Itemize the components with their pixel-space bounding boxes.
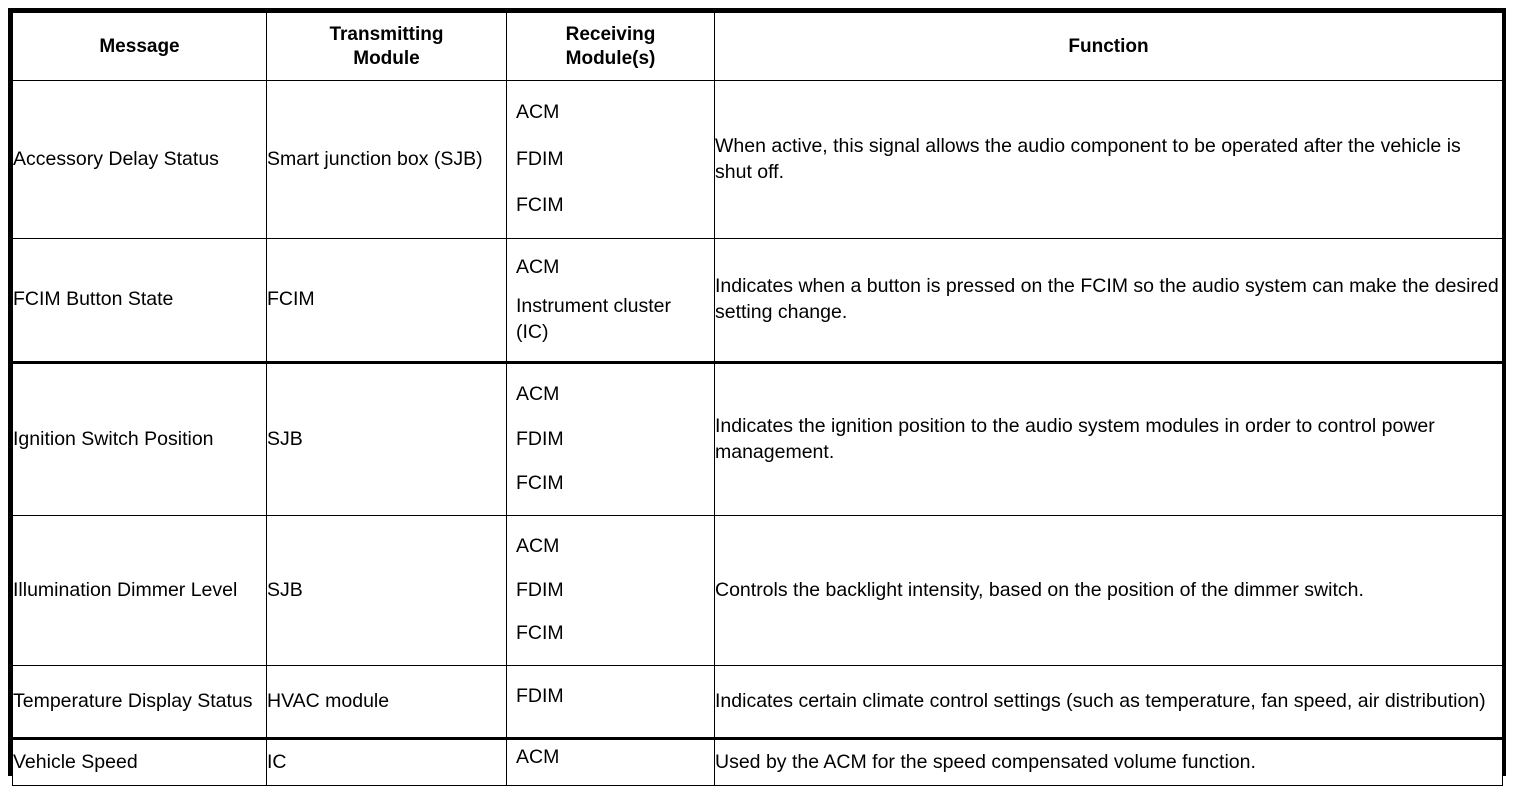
cell-message: Ignition Switch Position [12, 361, 267, 516]
cell-transmitting-module: HVAC module [266, 665, 507, 739]
column-header-receiving-line1: Receiving [565, 24, 656, 46]
cell-function: Indicates when a button is pressed on th… [714, 238, 1503, 363]
function-description: Controls the backlight intensity, based … [715, 578, 1364, 601]
receiving-module-item: FCIM [516, 622, 564, 645]
receiving-module-list: ACM [507, 740, 714, 785]
cell-receiving-modules: ACM [506, 737, 715, 786]
cell-message: FCIM Button State [12, 238, 267, 363]
message-name: Accessory Delay Status [13, 147, 219, 170]
cell-function: Indicates the ignition position to the a… [714, 361, 1503, 516]
column-header-receiving-modules: Receiving Module(s) [506, 12, 715, 81]
receiving-module-item: ACM [516, 101, 560, 124]
cell-receiving-modules: ACM Instrument cluster (IC) [506, 238, 715, 363]
cell-transmitting-module: IC [266, 737, 507, 786]
cell-function: Indicates certain climate control settin… [714, 665, 1503, 739]
cell-receiving-modules: FDIM [506, 665, 715, 739]
transmitting-module-name: Smart junction box (SJB) [267, 147, 483, 170]
function-description: Indicates when a button is pressed on th… [715, 275, 1499, 323]
transmitting-module-name: IC [267, 750, 287, 773]
cell-transmitting-module: Smart junction box (SJB) [266, 80, 507, 239]
cell-transmitting-module: SJB [266, 361, 507, 516]
function-description: Indicates the ignition position to the a… [715, 414, 1435, 463]
header-row: Message Transmitting Module Receiving Mo… [12, 12, 1503, 81]
message-table-container: Message Transmitting Module Receiving Mo… [8, 8, 1506, 786]
table-row: Vehicle Speed IC ACM Used by the ACM for… [12, 737, 1503, 786]
receiving-module-item: ACM [516, 255, 560, 278]
receiving-module-list: FDIM [507, 666, 714, 737]
receiving-module-item: FDIM [516, 147, 564, 170]
column-header-transmitting-line1: Transmitting [329, 24, 444, 46]
function-description: When active, this signal allows the audi… [715, 134, 1461, 183]
cell-message: Accessory Delay Status [12, 80, 267, 239]
receiving-module-item: Instrument cluster (IC) [516, 295, 671, 343]
table-body: Accessory Delay Status Smart junction bo… [12, 80, 1503, 786]
function-description: Indicates certain climate control settin… [715, 689, 1486, 712]
cell-transmitting-module: FCIM [266, 238, 507, 363]
table-row: Temperature Display Status HVAC module F… [12, 665, 1503, 739]
table-header: Message Transmitting Module Receiving Mo… [12, 12, 1503, 81]
receiving-module-item: ACM [516, 746, 560, 769]
column-header-message-label: Message [99, 35, 180, 57]
cell-receiving-modules: ACM FDIM FCIM [506, 361, 715, 516]
column-header-receiving-line2: Module(s) [565, 47, 656, 69]
receiving-module-item: FDIM [516, 427, 564, 450]
transmitting-module-name: SJB [267, 578, 303, 601]
column-header-message: Message [12, 12, 267, 81]
receiving-module-list: ACM FDIM FCIM [507, 364, 714, 515]
column-header-transmitting-line2: Module [353, 47, 420, 69]
column-header-transmitting-module: Transmitting Module [266, 12, 507, 81]
table-row: FCIM Button State FCIM ACM Instrument cl… [12, 238, 1503, 363]
table-row: Ignition Switch Position SJB ACM FDIM FC… [12, 361, 1503, 516]
cell-function: When active, this signal allows the audi… [714, 80, 1503, 239]
message-name: FCIM Button State [13, 288, 174, 311]
cell-message: Temperature Display Status [12, 665, 267, 739]
function-description: Used by the ACM for the speed compensate… [715, 750, 1256, 773]
receiving-module-item: FCIM [516, 194, 564, 217]
message-name: Ignition Switch Position [13, 427, 214, 450]
cell-transmitting-module: SJB [266, 515, 507, 666]
message-name: Vehicle Speed [13, 750, 138, 773]
cell-function: Used by the ACM for the speed compensate… [714, 737, 1503, 786]
transmitting-module-name: FCIM [267, 288, 315, 311]
column-header-function: Function [714, 12, 1503, 81]
message-name: Illumination Dimmer Level [13, 578, 238, 601]
receiving-module-item: ACM [516, 383, 560, 406]
table-row: Accessory Delay Status Smart junction bo… [12, 80, 1503, 239]
receiving-module-list: ACM Instrument cluster (IC) [507, 239, 714, 361]
receiving-module-item: FDIM [516, 685, 564, 708]
table-row: Illumination Dimmer Level SJB ACM FDIM F… [12, 515, 1503, 666]
cell-message: Illumination Dimmer Level [12, 515, 267, 666]
cell-function: Controls the backlight intensity, based … [714, 515, 1503, 666]
receiving-module-list: ACM FDIM FCIM [507, 516, 714, 665]
receiving-module-list: ACM FDIM FCIM [507, 81, 714, 238]
cell-receiving-modules: ACM FDIM FCIM [506, 80, 715, 239]
receiving-module-item: FCIM [516, 472, 564, 495]
transmitting-module-name: SJB [267, 427, 303, 450]
column-header-function-label: Function [1068, 35, 1149, 57]
receiving-module-item: ACM [516, 535, 560, 558]
cell-message: Vehicle Speed [12, 737, 267, 786]
receiving-module-item: FDIM [516, 578, 564, 601]
message-name: Temperature Display Status [13, 689, 253, 712]
network-message-table: Message Transmitting Module Receiving Mo… [12, 12, 1503, 786]
transmitting-module-name: HVAC module [267, 689, 390, 712]
cell-receiving-modules: ACM FDIM FCIM [506, 515, 715, 666]
